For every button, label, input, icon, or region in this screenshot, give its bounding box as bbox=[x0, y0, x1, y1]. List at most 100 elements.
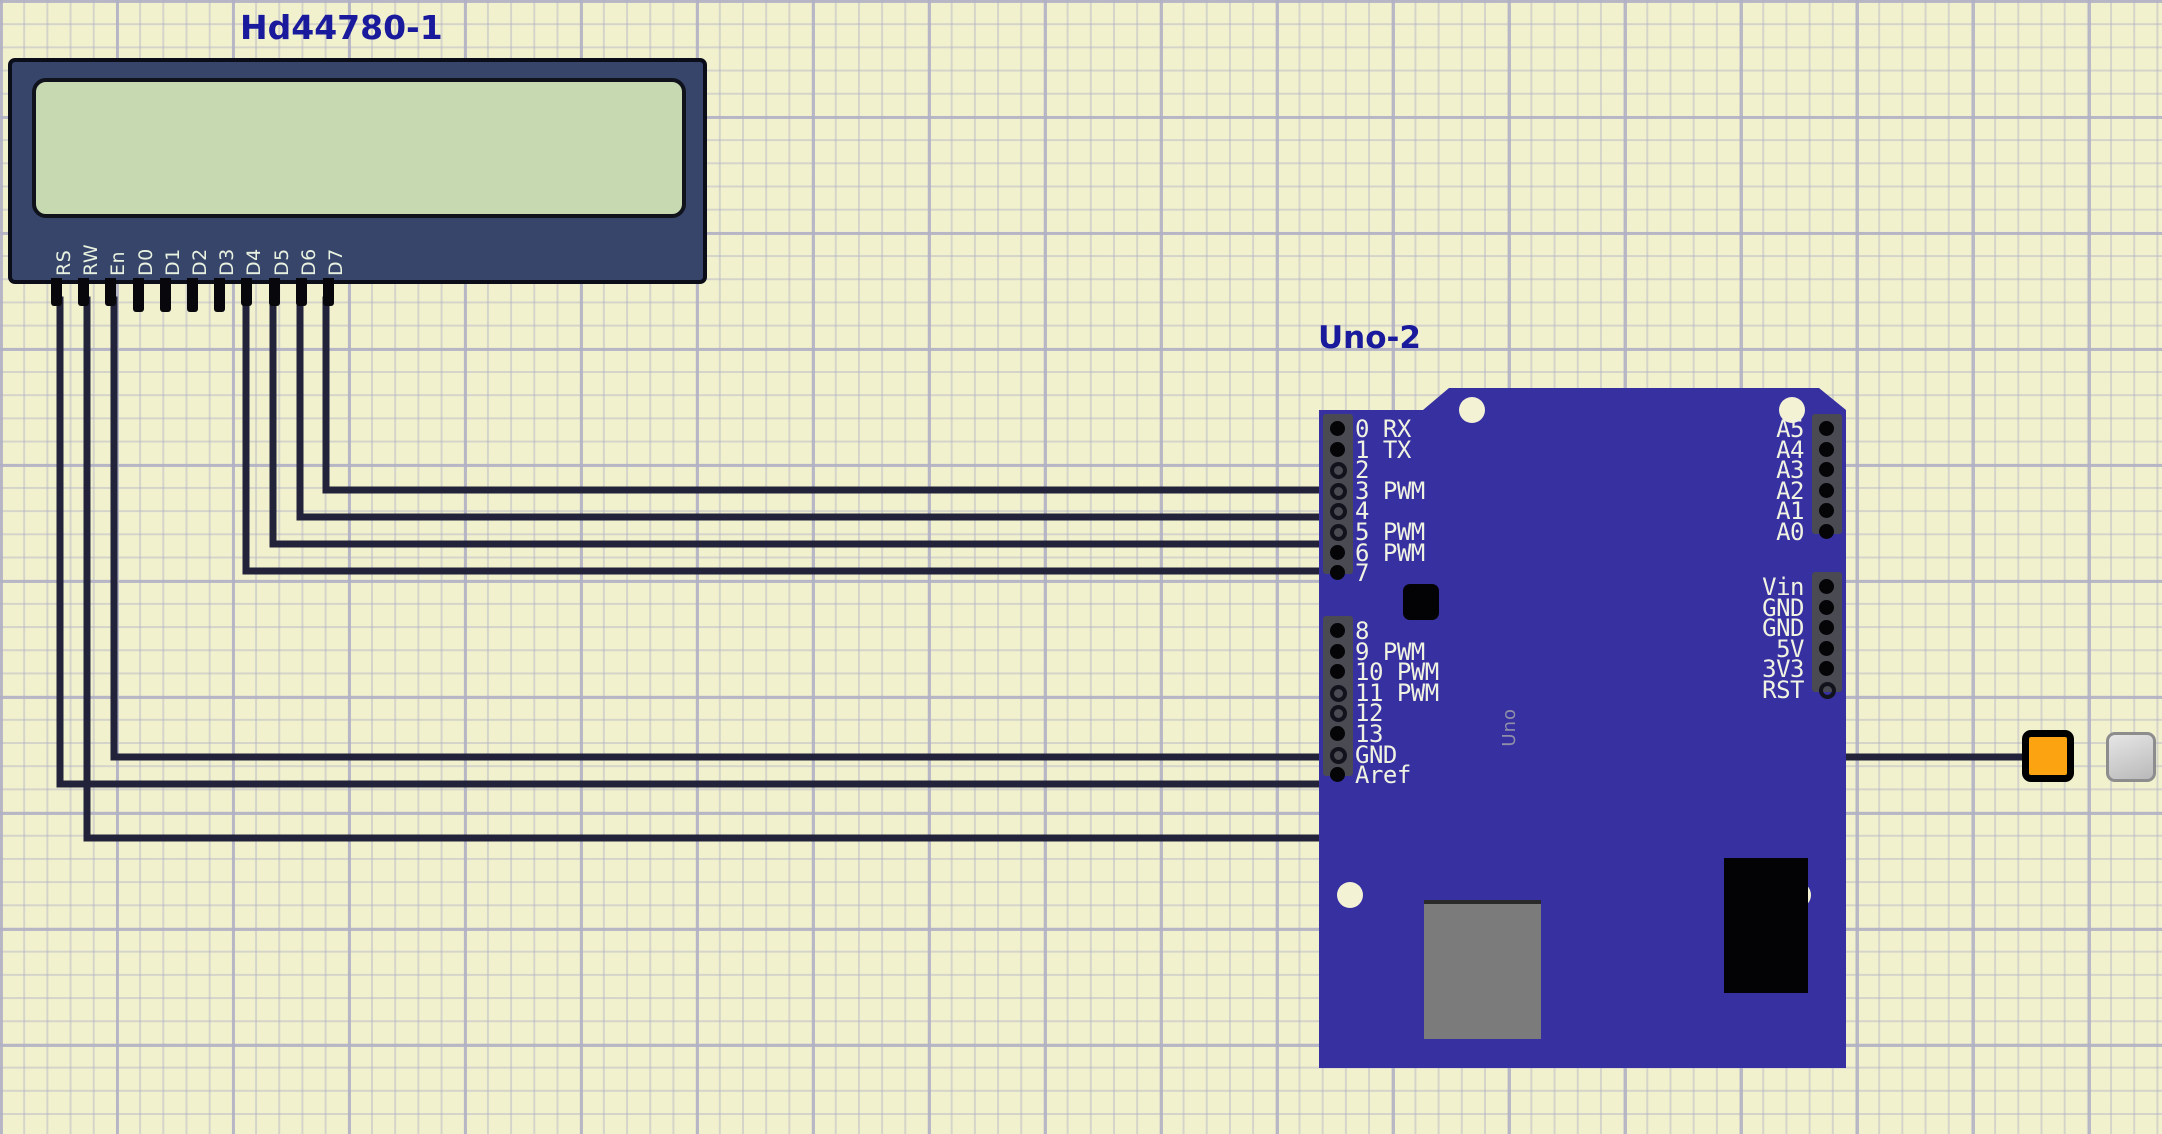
uno-pin-dot-6-pwm[interactable] bbox=[1330, 544, 1345, 560]
uno-pin-dot-a5[interactable] bbox=[1819, 421, 1834, 436]
lcd-pin-label-d4: D4 bbox=[243, 248, 266, 276]
lcd-pin-leg-en[interactable] bbox=[105, 278, 117, 306]
uno-pin-dot-12[interactable] bbox=[1330, 705, 1347, 723]
lcd-pin-leg-d6[interactable] bbox=[295, 278, 307, 306]
uno-pin-label-4: 4 bbox=[1355, 497, 1369, 526]
uno-pin-label-12: 12 bbox=[1355, 699, 1383, 728]
uno-pin-dot-5-pwm[interactable] bbox=[1330, 524, 1347, 541]
uno-title: Uno-2 bbox=[1318, 320, 1421, 356]
lcd-pin-leg-rw[interactable] bbox=[78, 278, 90, 306]
uno-pin-dot-a2[interactable] bbox=[1819, 482, 1834, 498]
uno-pin-dot-9-pwm[interactable] bbox=[1330, 643, 1345, 659]
orange-component[interactable] bbox=[2022, 730, 2074, 782]
wire-d7-to-pin2[interactable] bbox=[322, 296, 1334, 494]
uno-pin-dot-rst[interactable] bbox=[1819, 682, 1836, 699]
usb-connector bbox=[1424, 900, 1541, 1039]
uno-pin-dot-vin[interactable] bbox=[1819, 579, 1834, 594]
uno-pin-label-aref: Aref bbox=[1355, 761, 1411, 790]
uno-pin-dot-gnd[interactable] bbox=[1330, 746, 1347, 764]
uno-pin-dot-a0[interactable] bbox=[1819, 524, 1834, 539]
uno-pin-label-10-pwm: 10 PWM bbox=[1355, 658, 1439, 687]
lcd-pin-label-d2: D2 bbox=[189, 248, 211, 276]
uno-pin-label-6-pwm: 6 PWM bbox=[1355, 538, 1425, 567]
lcd-pin-leg-d4[interactable] bbox=[241, 278, 253, 306]
uno-pin-dot-1-tx[interactable] bbox=[1330, 441, 1345, 457]
lcd-pin-label-d6: D6 bbox=[297, 248, 320, 276]
uno-pin-label-a2: A2 bbox=[1776, 476, 1804, 505]
uno-pin-label-7: 7 bbox=[1355, 559, 1369, 588]
uno-pcb-outline bbox=[1319, 388, 1846, 1068]
wire-rs-to-pin12[interactable] bbox=[56, 296, 1334, 788]
uno-pin-dot-2[interactable] bbox=[1330, 462, 1347, 480]
lcd-pin-label-d5: D5 bbox=[270, 248, 293, 276]
lcd-pin-leg-d1[interactable] bbox=[159, 278, 171, 312]
uno-pin-label-vin: Vin bbox=[1762, 573, 1804, 601]
lcd-pin-leg-rs[interactable] bbox=[51, 278, 62, 306]
lcd-pin-label-rs: RS bbox=[53, 249, 75, 276]
uno-pin-label-5-pwm: 5 PWM bbox=[1355, 518, 1425, 546]
wire-rw-to-gnd[interactable] bbox=[83, 296, 1334, 842]
uno-pin-dot-gnd[interactable] bbox=[1819, 620, 1834, 636]
lcd-pin-label-en: En bbox=[107, 250, 130, 276]
uno-pin-label-a3: A3 bbox=[1776, 456, 1804, 485]
uno-pin-label-3-pwm: 3 PWM bbox=[1355, 476, 1425, 505]
uno-pin-dot-aref[interactable] bbox=[1330, 767, 1345, 783]
wire-d6-to-pin3[interactable] bbox=[296, 296, 1334, 521]
uno-pin-label-gnd: GND bbox=[1355, 740, 1397, 769]
uno-pin-dot-10-pwm[interactable] bbox=[1330, 664, 1345, 680]
gray-component[interactable] bbox=[2106, 732, 2156, 782]
uno-pin-label-0-rx: 0 RX bbox=[1355, 415, 1411, 443]
uno-pin-dot-a3[interactable] bbox=[1819, 462, 1834, 478]
uno-pin-label-a1: A1 bbox=[1776, 497, 1804, 526]
uno-pin-label-a4: A4 bbox=[1776, 435, 1804, 464]
uno-pin-dot-13[interactable] bbox=[1330, 726, 1345, 741]
uno-pin-label-gnd: GND bbox=[1762, 593, 1804, 622]
mounting-hole-top-left bbox=[1459, 397, 1485, 423]
uno-pin-label-9-pwm: 9 PWM bbox=[1355, 637, 1425, 666]
wire-d5-to-pin4[interactable] bbox=[269, 296, 1334, 548]
uno-pin-dot-4[interactable] bbox=[1330, 503, 1347, 521]
uno-pin-dot-3-pwm[interactable] bbox=[1330, 482, 1347, 500]
uno-pin-label-5v: 5V bbox=[1776, 634, 1804, 663]
uno-pin-label-3v3: 3V3 bbox=[1762, 655, 1804, 684]
lcd-pin-label-d1: D1 bbox=[161, 248, 184, 276]
lcd-pin-leg-d7[interactable] bbox=[323, 278, 334, 306]
lcd-pin-label-d3: D3 bbox=[216, 248, 239, 276]
uno-pin-dot-a1[interactable] bbox=[1819, 503, 1834, 519]
uno-pin-label-gnd: GND bbox=[1762, 614, 1804, 643]
uno-pin-label-rst: RST bbox=[1762, 676, 1804, 704]
uno-pin-label-a0: A0 bbox=[1776, 518, 1804, 546]
mounting-hole-top-right bbox=[1779, 397, 1805, 423]
uno-pin-dot-0-rx[interactable] bbox=[1330, 421, 1345, 436]
power-jack bbox=[1724, 858, 1808, 993]
wire-d4-to-pin5[interactable] bbox=[242, 296, 1334, 575]
uno-pin-dot-11-pwm[interactable] bbox=[1330, 684, 1347, 702]
lcd-pin-leg-d2[interactable] bbox=[187, 278, 198, 312]
lcd-pin-leg-d0[interactable] bbox=[132, 278, 144, 312]
wire-en-to-pin11[interactable] bbox=[110, 296, 1334, 761]
lcd-title: Hd44780-1 bbox=[240, 8, 443, 47]
lcd-pin-leg-d5[interactable] bbox=[268, 278, 280, 306]
uno-pin-dot-gnd[interactable] bbox=[1819, 599, 1834, 615]
uno-pin-label-8: 8 bbox=[1355, 617, 1369, 645]
uno-pin-dot-8[interactable] bbox=[1330, 623, 1345, 638]
uno-pin-label-a5: A5 bbox=[1776, 415, 1804, 443]
lcd-pin-leg-d3[interactable] bbox=[214, 278, 226, 312]
uno-pin-dot-3v3[interactable] bbox=[1819, 661, 1834, 677]
lcd-pin-label-d7: D7 bbox=[325, 248, 347, 276]
lcd-pin-label-d0: D0 bbox=[134, 248, 157, 276]
uno-pin-label-1-tx: 1 TX bbox=[1355, 435, 1411, 464]
uno-pin-label-11-pwm: 11 PWM bbox=[1355, 678, 1439, 707]
uno-pin-dot-5v[interactable] bbox=[1819, 640, 1834, 656]
uno-pin-dot-a4[interactable] bbox=[1819, 441, 1834, 457]
uno-silkscreen-label: Uno bbox=[1499, 708, 1520, 747]
onboard-led-chip bbox=[1403, 584, 1439, 620]
mounting-hole-bottom-left bbox=[1337, 882, 1363, 908]
uno-pin-label-2: 2 bbox=[1355, 456, 1369, 485]
lcd-screen bbox=[32, 78, 686, 218]
uno-pin-dot-7[interactable] bbox=[1330, 565, 1345, 581]
lcd-pin-label-rw: RW bbox=[80, 243, 103, 276]
